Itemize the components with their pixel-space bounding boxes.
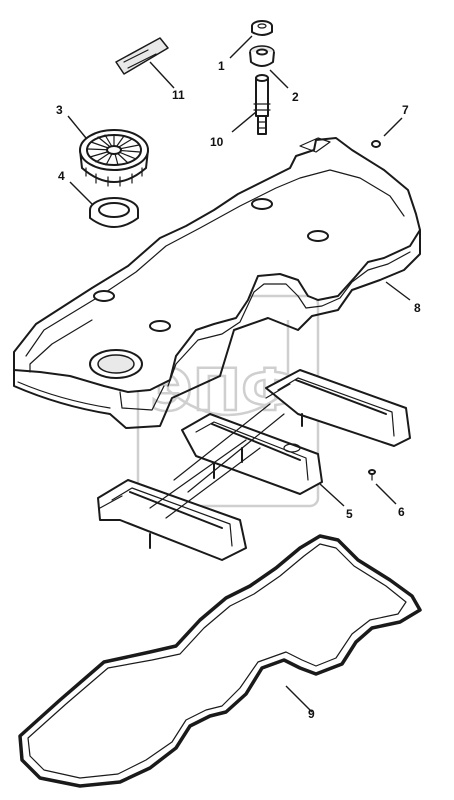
part-9-gasket <box>18 534 422 788</box>
callout-9: 9 <box>308 707 315 721</box>
part-8-valve-cover <box>13 137 421 429</box>
part-5-baffle-plates <box>97 369 411 561</box>
callout-7: 7 <box>402 103 409 117</box>
callout-8: 8 <box>414 301 421 315</box>
callout-11: 11 <box>172 88 185 102</box>
callout-1: 1 <box>218 59 225 73</box>
part-6-screw <box>368 469 397 505</box>
callout-3: 3 <box>56 103 63 117</box>
callout-6: 6 <box>398 505 405 519</box>
callout-10: 10 <box>210 135 224 149</box>
part-2-seal <box>249 45 289 89</box>
part-11-clip <box>115 37 175 89</box>
part-3-breather-cap <box>67 115 149 187</box>
part-10-stud <box>231 74 271 135</box>
part-1-nut <box>229 20 273 59</box>
callout-2: 2 <box>292 90 299 104</box>
callout-4: 4 <box>58 169 65 183</box>
callout-5: 5 <box>346 507 353 521</box>
part-4-seal-ring <box>69 181 139 228</box>
part-7-plug <box>371 117 403 148</box>
